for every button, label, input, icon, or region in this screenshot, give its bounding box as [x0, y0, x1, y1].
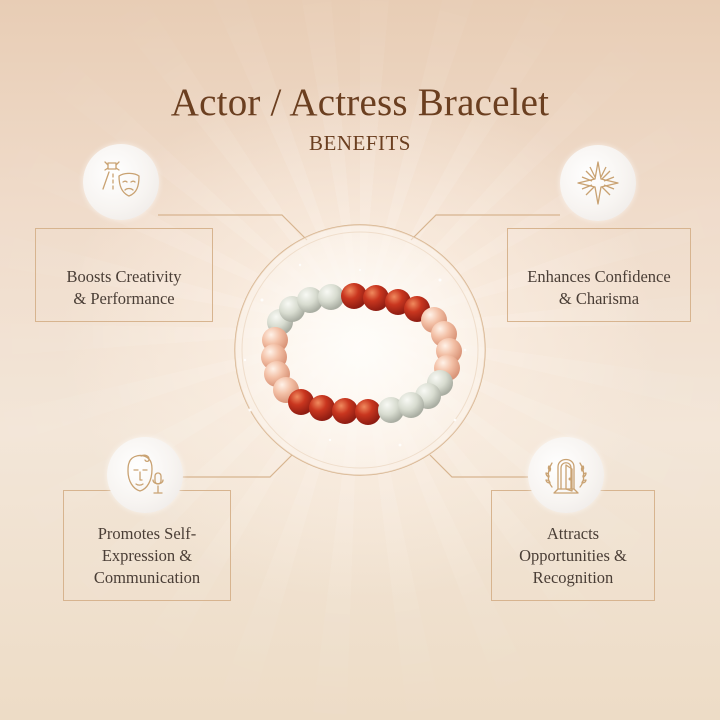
sparkle-star-icon [577, 161, 619, 205]
benefit-card-confidence: Enhances Confidence & Charisma [507, 228, 691, 322]
benefit-text-line: Communication [93, 568, 201, 587]
benefit-card-opportunities: Attracts Opportunities & Recognition [491, 490, 655, 601]
product-circle [235, 225, 485, 475]
benefit-text-line: & Performance [73, 289, 175, 308]
page-title: Actor / Actress Bracelet [170, 81, 550, 124]
benefit-text-line: Enhances Confidence [527, 267, 671, 286]
benefit-icon-circle [83, 144, 159, 220]
page-subtitle: BENEFITS [308, 131, 411, 155]
laurel-door-icon [545, 458, 587, 494]
benefit-text-line: Attracts [546, 524, 600, 543]
benefit-text-line: Recognition [532, 568, 614, 587]
benefit-icon-circle [107, 437, 183, 513]
benefit-icon-circle [528, 437, 604, 513]
theater-masks-spotlight-icon [102, 161, 140, 197]
benefit-text-line: Promotes Self- [97, 524, 197, 543]
benefit-text-line: Expression & [101, 546, 193, 565]
benefit-icon-circle [560, 145, 636, 221]
benefit-card-creativity: Boosts Creativity & Performance [35, 228, 213, 322]
face-microphone-icon [127, 454, 164, 494]
benefit-text-line: Boosts Creativity [66, 267, 182, 286]
benefit-text-line: & Charisma [558, 289, 640, 308]
benefit-text-line: Opportunities & [519, 546, 627, 565]
